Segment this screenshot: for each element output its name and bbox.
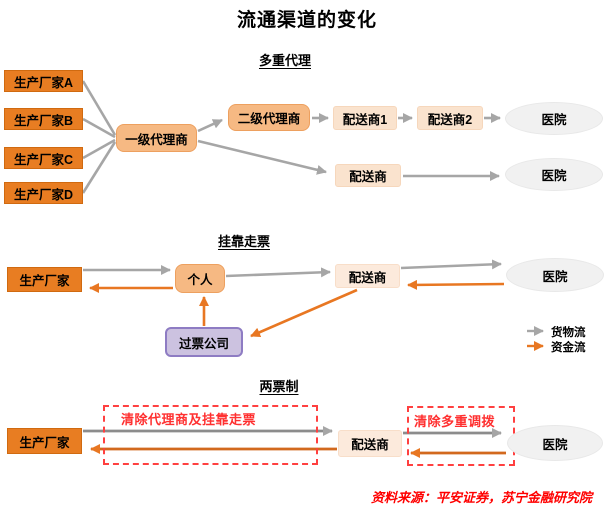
- node-manufacturer-d: 生产厂家D: [4, 182, 83, 204]
- node-distributor-single: 配送商: [335, 164, 401, 187]
- node-level1-agent: 一级代理商: [116, 124, 197, 152]
- arrow-distributor-to-invoicecompany-money: [250, 288, 358, 338]
- highlight-box-remove-agents: [103, 405, 318, 465]
- section-header-multi-agent: 多重代理: [258, 53, 311, 68]
- arrow-distributor-to-hospital-goods: [400, 259, 502, 270]
- node-hospital-affiliate: 医院: [506, 258, 604, 292]
- node-manufacturer-2: 生产厂家: [7, 267, 82, 292]
- note-remove-agents: 清除代理商及挂靠走票: [121, 412, 257, 427]
- node-invoice-company: 过票公司: [165, 327, 243, 357]
- node-hospital-two-invoice: 医院: [507, 425, 603, 461]
- section-header-two-invoice: 两票制: [259, 379, 299, 394]
- line-mfgC-to-agent1: [82, 138, 116, 160]
- legend-goods-flow-label: 货物流: [551, 327, 586, 339]
- data-source-caption: 资料来源：平安证券，苏宁金融研究院: [370, 490, 592, 505]
- line-mfgD-to-agent1: [81, 141, 117, 194]
- legend-money-flow-label: 资金流: [551, 342, 586, 354]
- node-manufacturer-c: 生产厂家C: [4, 147, 83, 169]
- node-distributor-two-invoice: 配送商: [338, 430, 402, 457]
- arrow-hospital-to-distributor-money: [407, 279, 505, 290]
- arrow-agent1-to-distributor: [197, 139, 327, 175]
- section-header-affiliate: 挂靠走票: [217, 234, 270, 249]
- node-hospital-bottom: 医院: [505, 158, 603, 191]
- node-manufacturer-a: 生产厂家A: [4, 70, 83, 92]
- note-remove-transfers: 清除多重调拨: [414, 414, 496, 429]
- line-mfgA-to-agent1: [81, 80, 117, 136]
- node-level2-agent: 二级代理商: [228, 104, 310, 131]
- arrow-agent1-to-agent2: [197, 118, 223, 133]
- node-manufacturer-3: 生产厂家: [7, 428, 82, 454]
- arrow-individual-to-distributor-goods: [225, 267, 331, 278]
- node-hospital-top: 医院: [505, 102, 603, 135]
- node-manufacturer-b: 生产厂家B: [4, 108, 83, 130]
- node-distributor2: 配送商2: [417, 106, 483, 130]
- node-distributor1: 配送商1: [333, 106, 397, 130]
- line-mfgB-to-agent1: [82, 117, 116, 139]
- page-title: 流通渠道的变化: [236, 10, 377, 31]
- node-individual: 个人: [175, 264, 225, 293]
- node-distributor-affiliate: 配送商: [335, 264, 400, 288]
